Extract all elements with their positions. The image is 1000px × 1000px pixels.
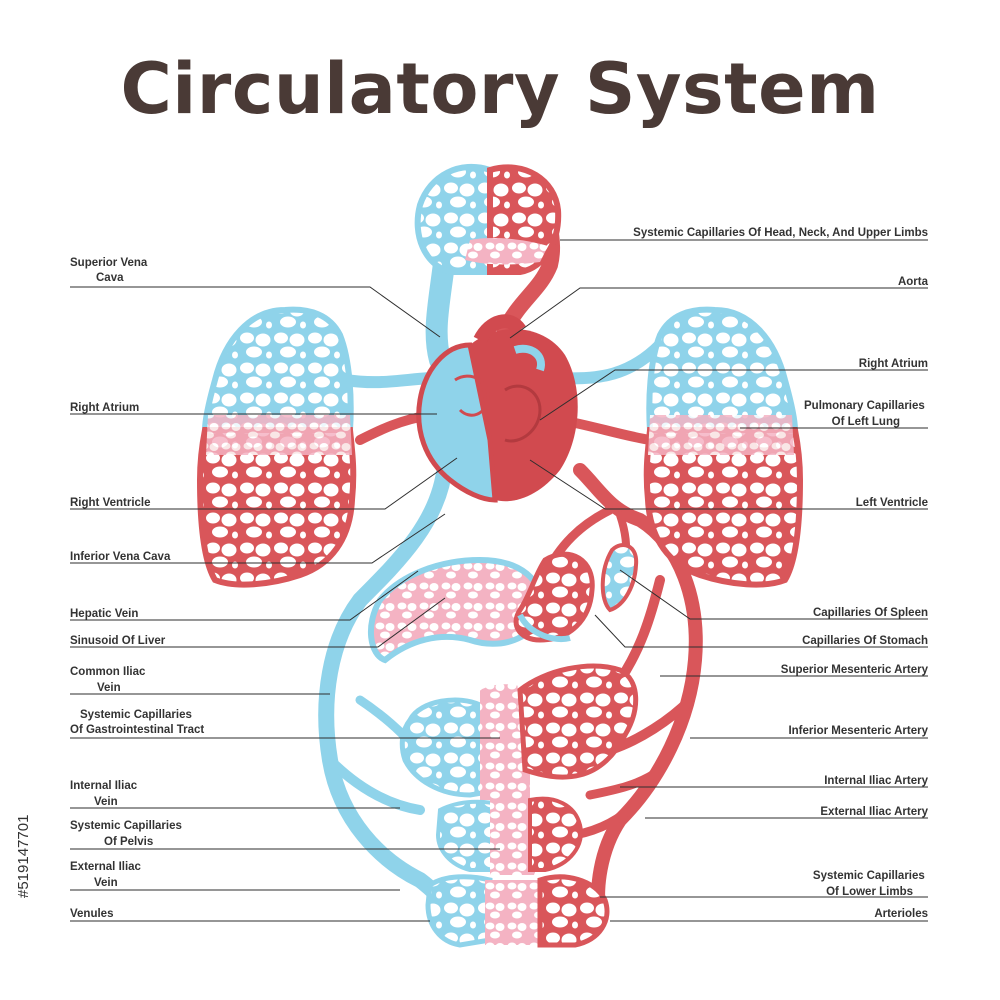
internal-iliac-artery-vessel: [585, 765, 665, 800]
label-sinusoid-of-liver: Sinusoid Of Liver: [70, 635, 166, 647]
label-internal-iliac-vein: Internal Iliac Vein: [70, 780, 140, 808]
label-right-ventricle: Right Ventricle: [70, 497, 151, 509]
label-right-atrium-left: Right Atrium: [70, 402, 139, 414]
label-internal-iliac-artery: Internal Iliac Artery: [824, 775, 928, 787]
inferior-vena-cava-vessel: [318, 457, 468, 933]
label-arterioles: Arterioles: [874, 908, 928, 920]
aortic-arch: [473, 314, 526, 344]
label-right-atrium-right: Right Atrium: [859, 358, 928, 370]
page-title: Circulatory System: [120, 48, 880, 130]
common-iliac-vein-vessel: [325, 755, 425, 815]
descending-aorta-vessel: [573, 463, 703, 922]
heart-left-side: [470, 328, 578, 502]
left-labels: Superior Vena Cava Right Atrium Right Ve…: [70, 257, 204, 920]
label-inferior-vena-cava: Inferior Vena Cava: [70, 551, 171, 563]
label-systemic-capillaries-lower-limbs: Systemic Capillaries Of Lower Limbs: [813, 870, 928, 898]
label-systemic-capillaries-pelvis: Systemic Capillaries Of Pelvis: [70, 820, 185, 848]
label-superior-mesenteric-artery: Superior Mesenteric Artery: [781, 664, 929, 676]
leader-lines: [70, 239, 928, 922]
liver: [367, 556, 544, 664]
pelvis-capillary-bed: [435, 796, 583, 875]
heart: [416, 314, 578, 503]
superior-mesenteric-vessel: [615, 575, 665, 685]
label-pulmonary-capillaries-left-lung: Pulmonary Capillaries Of Left Lung: [804, 400, 928, 428]
head-capillary-bed: [414, 163, 562, 275]
pulmonary-vein-left-upper: [339, 372, 436, 389]
label-left-ventricle: Left Ventricle: [856, 497, 928, 509]
label-venules: Venules: [70, 908, 113, 920]
right-labels: Systemic Capillaries Of Head, Neck, And …: [633, 227, 928, 920]
label-aorta: Aorta: [898, 276, 929, 288]
label-inferior-mesenteric-artery: Inferior Mesenteric Artery: [788, 725, 928, 737]
stomach: [513, 551, 595, 643]
label-external-iliac-artery: External Iliac Artery: [820, 806, 928, 818]
label-external-iliac-vein: External Iliac Vein: [70, 861, 144, 889]
stock-id-text: #519147701: [15, 815, 32, 898]
lower-limbs-capillary-bed: [425, 874, 610, 948]
heart-right-side: [416, 342, 498, 503]
label-systemic-capillaries-gi: Systemic Capillaries Of Gastrointestinal…: [70, 709, 204, 736]
right-lung: [196, 306, 357, 588]
label-capillaries-of-stomach: Capillaries Of Stomach: [802, 635, 928, 647]
label-hepatic-vein: Hepatic Vein: [70, 608, 138, 620]
gi-tract-capillary-bed: [399, 663, 639, 800]
left-lung: [643, 306, 804, 588]
label-common-iliac-vein: Common Iliac Vein: [70, 666, 149, 694]
label-systemic-capillaries-head: Systemic Capillaries Of Head, Neck, And …: [633, 227, 928, 239]
stock-id-watermark: #519147701: [15, 815, 32, 898]
spleen: [600, 543, 639, 613]
label-capillaries-of-spleen: Capillaries Of Spleen: [813, 607, 928, 619]
label-superior-vena-cava: Superior Vena Cava: [70, 257, 151, 284]
